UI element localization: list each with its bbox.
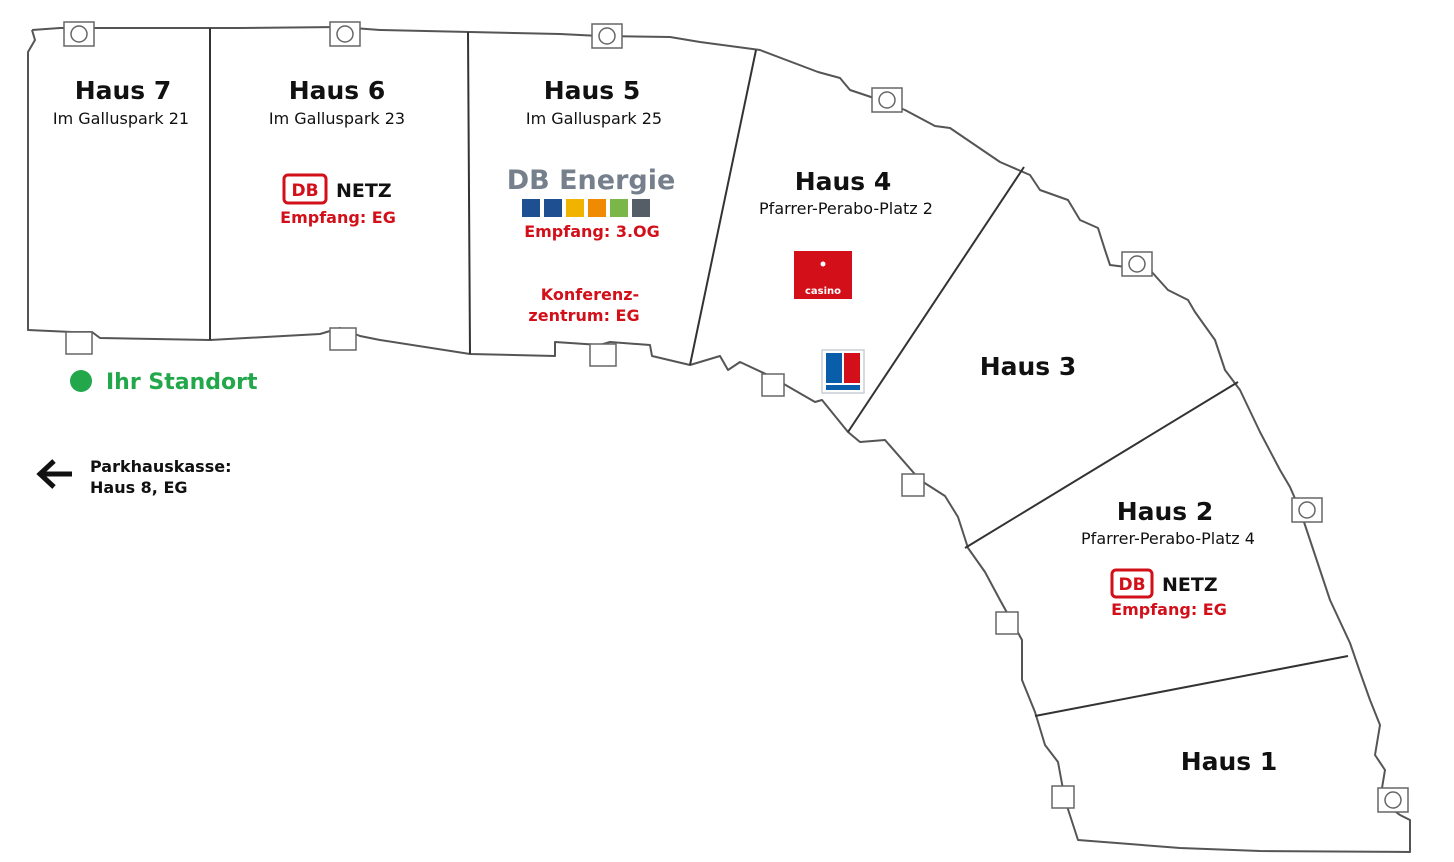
parking-line2: Haus 8, EG [90, 478, 188, 497]
house-2-name: Haus 2 [1117, 497, 1214, 526]
parking-line1: Parkhauskasse: [90, 457, 231, 476]
house-6-address: Im Galluspark 23 [269, 109, 405, 128]
parking-cashier: Parkhauskasse: Haus 8, EG [36, 457, 231, 497]
house-1[interactable]: Haus 1 [1181, 747, 1278, 776]
house-5-tenant: DB Energie [507, 165, 676, 196]
house-6-tenant: NETZ [336, 180, 392, 202]
house-5-reception: Empfang: 3.OG [524, 222, 660, 241]
casino-icon: casino [794, 251, 852, 299]
house-2-tenant: NETZ [1162, 574, 1218, 596]
svg-text:DB: DB [291, 181, 318, 201]
entrance-icon [995, 611, 1019, 635]
house-7[interactable]: Haus 7 Im Galluspark 21 [53, 76, 189, 128]
entrance-icon [1121, 251, 1153, 277]
building-outline [27, 26, 1411, 853]
house-5-conference-line1: Konferenz- [541, 285, 639, 304]
house-2-reception: Empfang: EG [1111, 600, 1227, 619]
entrance-icon [591, 23, 623, 49]
entrance-icon [65, 331, 93, 355]
house-dividers [209, 28, 1349, 717]
house-2-address: Pfarrer-Perabo-Platz 4 [1081, 529, 1255, 548]
house-6-name: Haus 6 [289, 76, 386, 105]
entrance-icon [1377, 787, 1409, 813]
location-marker: Ihr Standort [70, 370, 258, 395]
entrance-icon [329, 327, 357, 351]
entrance-icon [63, 21, 95, 47]
entrance-icon [761, 373, 785, 397]
house-5-address: Im Galluspark 25 [526, 109, 662, 128]
entrance-icon [589, 343, 617, 367]
house-5[interactable]: Haus 5 Im Galluspark 25 DB Energie Empfa… [507, 76, 676, 325]
house-4-address: Pfarrer-Perabo-Platz 2 [759, 199, 933, 218]
house-6-reception: Empfang: EG [280, 208, 396, 227]
db-logo-icon: DB [1110, 568, 1154, 599]
house-5-conference-line2: zentrum: EG [528, 306, 639, 325]
location-dot-icon [70, 370, 92, 392]
energie-icon-strip [522, 199, 650, 217]
entrance-icon [871, 87, 903, 113]
svg-text:casino: casino [805, 286, 841, 297]
svg-text:DB: DB [1118, 575, 1145, 595]
entrance-icon [329, 21, 361, 47]
entrance-icon [1051, 785, 1075, 809]
entrances [63, 21, 1409, 813]
house-7-name: Haus 7 [75, 76, 172, 105]
house-7-address: Im Galluspark 21 [53, 109, 189, 128]
arrow-left-icon [36, 459, 72, 489]
house-6[interactable]: Haus 6 Im Galluspark 23 DB NETZ Empfang:… [269, 76, 405, 227]
house-4-name: Haus 4 [795, 167, 892, 196]
entrance-icon [1291, 497, 1323, 523]
house-3-name: Haus 3 [980, 352, 1077, 381]
house-5-name: Haus 5 [544, 76, 641, 105]
entrance-icon [901, 473, 925, 497]
house-2[interactable]: Haus 2 Pfarrer-Perabo-Platz 4 DB NETZ Em… [1081, 497, 1255, 619]
house-3[interactable]: Haus 3 [980, 352, 1077, 381]
db-logo-icon: DB [282, 173, 328, 205]
location-label: Ihr Standort [106, 370, 258, 395]
house-1-name: Haus 1 [1181, 747, 1278, 776]
house-4[interactable]: Haus 4 Pfarrer-Perabo-Platz 2 casino [759, 167, 933, 394]
ec-card-icon [821, 349, 865, 394]
